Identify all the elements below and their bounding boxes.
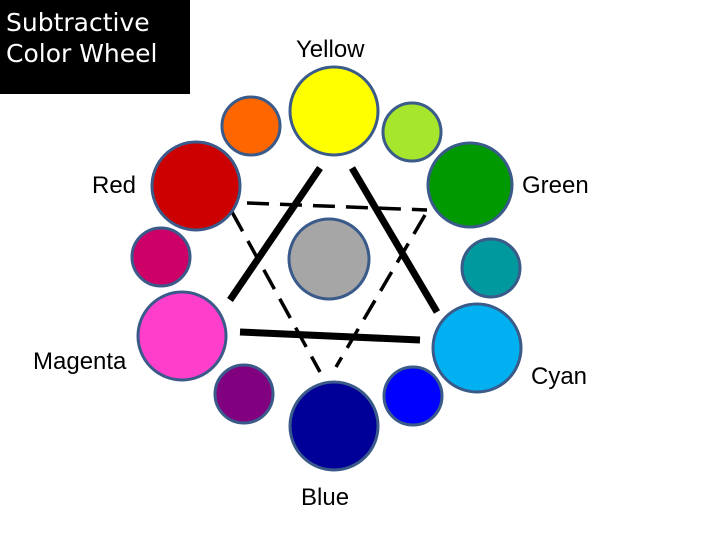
red-violet-circle bbox=[130, 226, 192, 288]
label-red: Red bbox=[92, 172, 137, 199]
teal-circle bbox=[460, 237, 522, 299]
slide-title: Subtractive Color Wheel bbox=[0, 0, 190, 94]
label-magenta: Magenta bbox=[33, 348, 127, 375]
violet-circle bbox=[213, 363, 275, 425]
title-line-1: Subtractive bbox=[6, 8, 150, 37]
label-blue: Blue bbox=[301, 484, 350, 511]
label-cyan: Cyan bbox=[531, 363, 588, 390]
solid-triangle-edge-left bbox=[227, 166, 323, 302]
solid-triangle-edge-right bbox=[348, 166, 441, 314]
cyan-blue-circle bbox=[382, 365, 444, 427]
dashed-triangle-edge-right bbox=[334, 214, 427, 368]
label-green: Green bbox=[522, 172, 589, 199]
orange-circle bbox=[220, 95, 282, 157]
gray-center-circle bbox=[287, 217, 371, 301]
title-line-2: Color Wheel bbox=[6, 39, 158, 68]
green-circle bbox=[426, 141, 514, 229]
magenta-circle bbox=[136, 290, 228, 382]
yellow-green-circle bbox=[381, 101, 443, 163]
yellow-circle bbox=[288, 65, 380, 157]
label-yellow: Yellow bbox=[296, 36, 365, 63]
blue-circle bbox=[288, 380, 380, 472]
dashed-triangle-edge-top bbox=[246, 201, 428, 212]
red-circle bbox=[150, 140, 242, 232]
cyan-circle bbox=[431, 302, 523, 394]
dashed-triangle-edge-left bbox=[230, 211, 322, 373]
solid-triangle-edge-bottom bbox=[239, 328, 421, 344]
